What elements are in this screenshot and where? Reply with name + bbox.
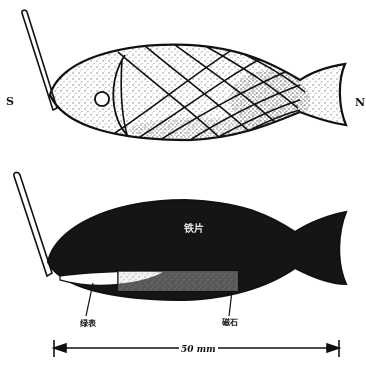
top-fish-eye [95,92,109,106]
north-label: N [355,96,365,109]
body-label: 铁片 [184,220,204,235]
left-part-label: 绿表 [80,318,96,329]
bottom-fish [14,172,346,316]
right-part-label: 磁石 [222,317,238,328]
south-label: S [6,95,14,108]
scale-arrow-left [54,344,66,352]
magnet-bar-tint [118,271,238,291]
scale-arrow-right [327,344,339,352]
scale-label: 50 mm [179,345,218,355]
top-fish [22,10,346,142]
bottom-needle [14,172,52,276]
